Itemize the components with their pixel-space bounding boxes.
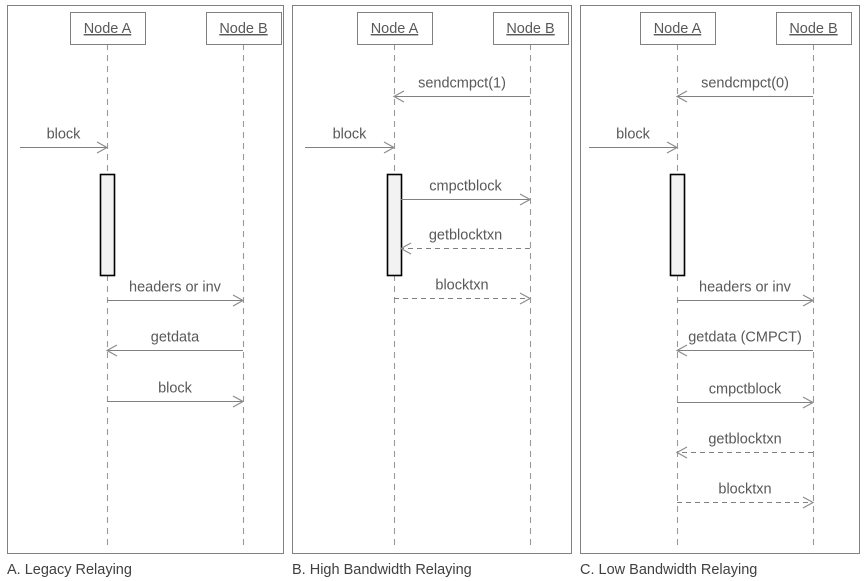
message-arrowhead-2 bbox=[519, 193, 532, 206]
message-arrowhead-3 bbox=[232, 395, 245, 408]
message-label-3: block bbox=[158, 381, 193, 397]
participant-box-node-b[interactable] bbox=[206, 12, 282, 45]
message-arrowhead-0 bbox=[675, 90, 688, 103]
message-arrowhead-5 bbox=[675, 446, 688, 459]
panel-caption-a: A. Legacy Relaying bbox=[7, 562, 132, 578]
message-label-2: headers or inv bbox=[699, 280, 792, 296]
participant-label-node-b: Node B bbox=[219, 21, 267, 37]
message-arrowhead-6 bbox=[802, 496, 815, 509]
participant-box-node-b[interactable] bbox=[493, 12, 569, 45]
message-label-1: headers or inv bbox=[129, 280, 222, 296]
message-arrowhead-3 bbox=[399, 242, 412, 255]
panel-border bbox=[7, 5, 284, 554]
activation-bar-node-a bbox=[99, 173, 116, 277]
message-label-6: blocktxn bbox=[718, 482, 771, 498]
activation-bar-node-a bbox=[386, 173, 403, 277]
message-label-4: cmpctblock bbox=[709, 382, 782, 398]
participant-box-node-a[interactable] bbox=[70, 12, 146, 45]
message-label-0: sendcmpct(0) bbox=[701, 76, 789, 92]
panel-border bbox=[580, 5, 860, 554]
panels-layer: Node A Node B block headers or inv getdata bl… bbox=[7, 5, 860, 554]
message-label-1: block bbox=[333, 127, 368, 143]
message-arrowhead-4 bbox=[519, 292, 532, 305]
message-label-3: getblocktxn bbox=[429, 228, 502, 244]
message-label-3: getdata (CMPCT) bbox=[688, 330, 802, 346]
participant-label-node-b: Node B bbox=[789, 21, 837, 37]
sequence-panel-c: Node A Node B sendcmpct(0) block headers or … bbox=[580, 5, 860, 554]
participant-box-node-b[interactable] bbox=[776, 12, 852, 45]
message-label-2: cmpctblock bbox=[429, 179, 502, 195]
message-arrowhead-2 bbox=[105, 344, 118, 357]
message-arrowhead-4 bbox=[802, 396, 815, 409]
participant-label-node-a: Node A bbox=[654, 21, 702, 37]
panel-caption-c: C. Low Bandwidth Relaying bbox=[580, 562, 757, 578]
participant-label-node-b: Node B bbox=[506, 21, 554, 37]
message-arrowhead-3 bbox=[675, 344, 688, 357]
message-label-2: getdata bbox=[151, 330, 200, 346]
captions-layer: A. Legacy Relaying B. High Bandwidth Rela… bbox=[7, 562, 757, 578]
message-label-1: block bbox=[616, 127, 651, 143]
message-arrowhead-1 bbox=[383, 141, 396, 154]
message-label-5: getblocktxn bbox=[708, 432, 781, 448]
participant-label-node-a: Node A bbox=[84, 21, 132, 37]
message-arrowhead-1 bbox=[666, 141, 679, 154]
message-arrowhead-0 bbox=[96, 141, 109, 154]
message-label-4: blocktxn bbox=[435, 278, 488, 294]
participant-box-node-a[interactable] bbox=[640, 12, 716, 45]
participant-box-node-a[interactable] bbox=[357, 12, 433, 45]
message-arrowhead-2 bbox=[802, 294, 815, 307]
sequence-panel-b: Node A Node B sendcmpct(1) block cmpctblock g… bbox=[292, 5, 572, 554]
panel-border bbox=[292, 5, 572, 554]
participant-label-node-a: Node A bbox=[371, 21, 419, 37]
panel-caption-b: B. High Bandwidth Relaying bbox=[292, 562, 472, 578]
message-label-0: block bbox=[47, 127, 82, 143]
message-arrowhead-0 bbox=[392, 90, 405, 103]
activation-bar-node-a bbox=[669, 173, 686, 277]
message-arrowhead-1 bbox=[232, 294, 245, 307]
sequence-panel-a: Node A Node B block headers or inv getdata bl… bbox=[7, 5, 284, 554]
message-label-0: sendcmpct(1) bbox=[418, 76, 506, 92]
